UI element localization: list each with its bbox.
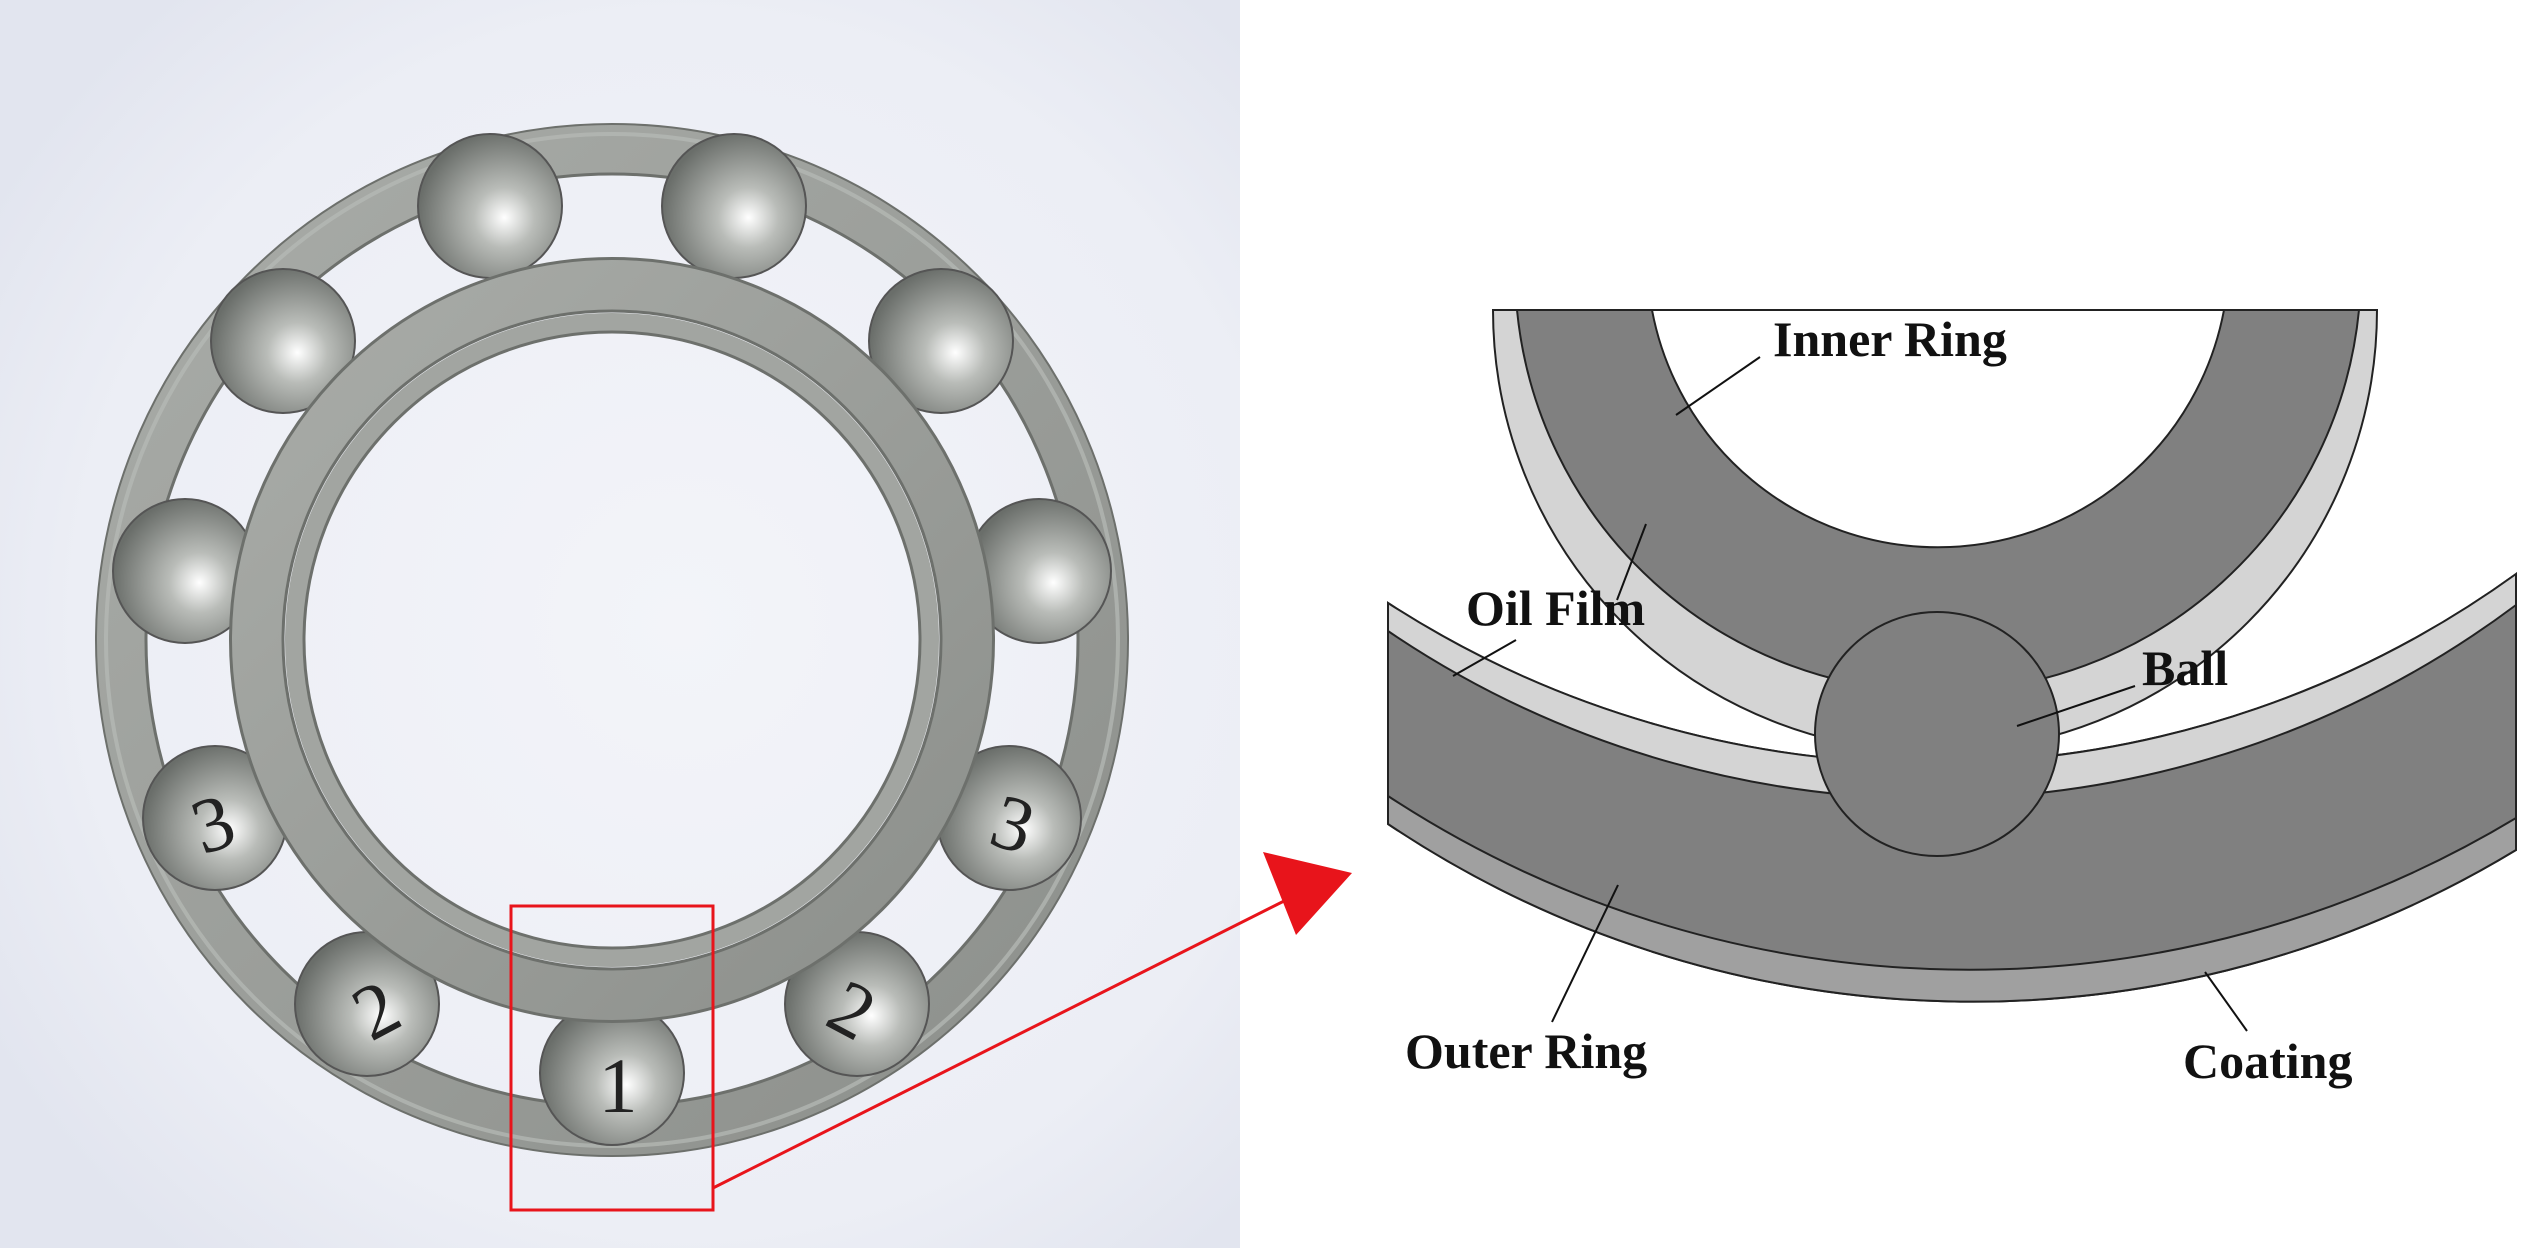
bearing-3d-view: 1 2 2 3 3	[0, 0, 1240, 1248]
arrow-head	[1263, 852, 1352, 935]
leader-oil-film-2	[1452, 639, 1517, 677]
ball	[417, 133, 563, 279]
label-outer-ring: Outer Ring	[1405, 1023, 1647, 1079]
label-coating: Coating	[2183, 1033, 2352, 1089]
leader-outer-ring	[1551, 884, 1619, 1023]
ball	[661, 133, 807, 279]
inner-ring	[229, 257, 995, 1023]
inner-ring-bore	[1650, 309, 2226, 549]
leader-inner-ring	[1675, 356, 1761, 416]
leader-ball	[2016, 685, 2136, 727]
outer-ring-coating	[1387, 794, 2517, 1003]
label-ball: Ball	[2142, 640, 2228, 696]
highlight-box	[509, 904, 715, 1212]
ball	[868, 268, 1014, 414]
ball-number-1: 1	[599, 1042, 638, 1129]
leader-oil-film-1	[1616, 523, 1647, 601]
zoom-arrow	[712, 852, 1352, 1190]
balls	[112, 133, 1112, 1146]
outer-ring-oil-film	[1387, 572, 2517, 800]
cross-section-view: Inner Ring Oil Film Ball Outer Ring Coat…	[1387, 309, 2517, 1089]
label-oil-film: Oil Film	[1466, 580, 1645, 636]
label-inner-ring: Inner Ring	[1773, 311, 2007, 367]
ball	[210, 268, 356, 414]
leader-coating	[2204, 971, 2248, 1032]
ball-section	[1814, 611, 2060, 857]
